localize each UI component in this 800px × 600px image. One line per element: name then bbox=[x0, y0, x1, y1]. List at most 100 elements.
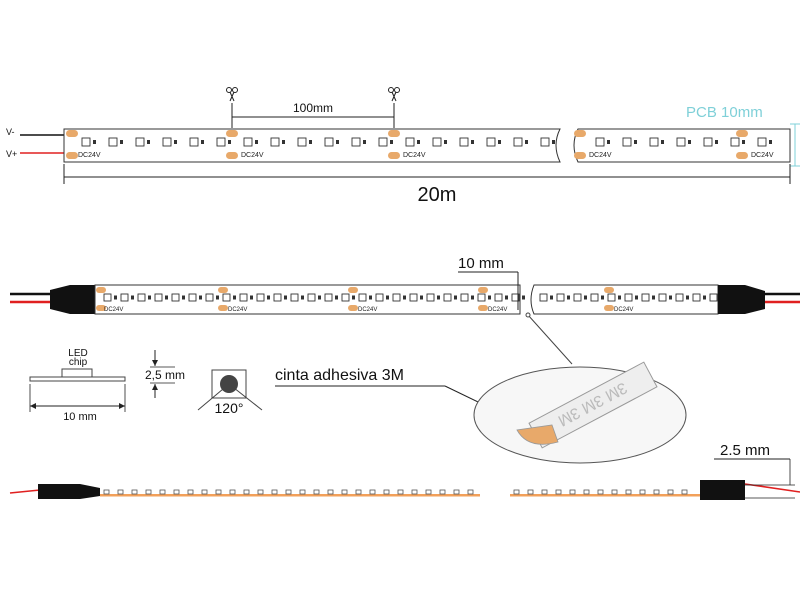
led-chip bbox=[494, 293, 503, 302]
resistor-mark bbox=[267, 295, 270, 300]
led-chip bbox=[324, 137, 334, 147]
scissors-icon bbox=[226, 87, 238, 102]
led-chip bbox=[622, 137, 632, 147]
zoom-leader-line bbox=[527, 314, 573, 365]
resistor-mark bbox=[386, 295, 389, 300]
solder-pad bbox=[388, 152, 400, 159]
solder-pad bbox=[574, 130, 586, 137]
resistor-mark bbox=[661, 140, 664, 144]
led-chip bbox=[595, 137, 605, 147]
chip-profile-detail: LED chip 2,5 mm 10 mm bbox=[29, 348, 185, 423]
pcb-width-label: PCB 10mm bbox=[686, 104, 763, 121]
resistor-mark bbox=[437, 295, 440, 300]
led-chip bbox=[171, 293, 180, 302]
resistor-mark bbox=[584, 295, 587, 300]
resistor-mark bbox=[318, 295, 321, 300]
negative-label: V- bbox=[6, 127, 15, 137]
side-strip: 2.5 mm bbox=[9, 442, 800, 500]
resistor-mark bbox=[522, 295, 525, 300]
side-led-chip bbox=[667, 489, 674, 495]
solder-pad bbox=[66, 130, 78, 137]
pcb-profile bbox=[29, 376, 126, 382]
side-led-chip bbox=[341, 489, 348, 495]
adhesive-tape-detail: cinta adhesiva 3M 3M 3M 3M bbox=[275, 361, 687, 464]
led-chip bbox=[375, 293, 384, 302]
side-led-chip bbox=[639, 489, 646, 495]
side-right-end-cap bbox=[700, 480, 745, 500]
led-chip bbox=[297, 137, 307, 147]
resistor-mark bbox=[120, 140, 123, 144]
led-chip bbox=[216, 137, 226, 147]
resistor-mark bbox=[471, 295, 474, 300]
resistor-mark bbox=[742, 140, 745, 144]
resistor-mark bbox=[174, 140, 177, 144]
led-chip bbox=[709, 293, 718, 302]
led-chip bbox=[103, 293, 112, 302]
led-chip bbox=[162, 137, 172, 147]
side-led-chip bbox=[411, 489, 418, 495]
led-chip bbox=[556, 293, 565, 302]
side-led-chip bbox=[681, 489, 688, 495]
led-chip bbox=[351, 137, 361, 147]
led-chip bbox=[290, 293, 299, 302]
scissors-icon bbox=[388, 87, 400, 102]
side-left-red-wire bbox=[9, 489, 41, 494]
voltage-mark: DC24V bbox=[403, 152, 426, 159]
resistor-mark bbox=[420, 295, 423, 300]
resistor-mark bbox=[669, 295, 672, 300]
resistor-mark bbox=[769, 140, 772, 144]
led-chip bbox=[137, 293, 146, 302]
solder-pad bbox=[736, 130, 748, 137]
tape-label: cinta adhesiva 3M bbox=[275, 367, 404, 384]
resistor-mark bbox=[652, 295, 655, 300]
resistor-mark bbox=[363, 140, 366, 144]
led-chip bbox=[511, 293, 520, 302]
resistor-mark bbox=[282, 140, 285, 144]
resistor-mark bbox=[114, 295, 117, 300]
led-chip bbox=[590, 293, 599, 302]
resistor-mark bbox=[390, 140, 393, 144]
side-led-chip bbox=[201, 489, 208, 495]
resistor-mark bbox=[505, 295, 508, 300]
resistor-mark bbox=[352, 295, 355, 300]
beam-angle-label: 120° bbox=[215, 400, 244, 416]
solder-pad bbox=[226, 152, 238, 159]
side-led-chip bbox=[243, 489, 250, 495]
side-led-chip bbox=[327, 489, 334, 495]
gap-label: 10 mm bbox=[458, 255, 504, 272]
beam-angle-detail: 120° bbox=[197, 369, 263, 416]
resistor-mark bbox=[148, 295, 151, 300]
side-led-chip bbox=[313, 489, 320, 495]
led-chip bbox=[307, 293, 316, 302]
led-chip bbox=[341, 293, 350, 302]
led-chip bbox=[405, 137, 415, 147]
middle-strip-body-right bbox=[530, 284, 719, 315]
led-chip bbox=[154, 293, 163, 302]
thickness-label: 2.5 mm bbox=[720, 442, 770, 459]
led-chip bbox=[624, 293, 633, 302]
side-led-chip bbox=[597, 489, 604, 495]
side-led-chip bbox=[653, 489, 660, 495]
side-led-chip bbox=[271, 489, 278, 495]
resistor-mark bbox=[601, 295, 604, 300]
resistor-mark bbox=[417, 140, 420, 144]
led-chip bbox=[243, 137, 253, 147]
voltage-mark: DC24V bbox=[589, 152, 612, 159]
resistor-mark bbox=[686, 295, 689, 300]
side-led-chip bbox=[131, 489, 138, 495]
led-chip bbox=[426, 293, 435, 302]
side-led-chip bbox=[555, 489, 562, 495]
led-chip bbox=[205, 293, 214, 302]
resistor-mark bbox=[131, 295, 134, 300]
top-led-chips bbox=[81, 137, 772, 147]
voltage-mark: DC24V bbox=[358, 307, 377, 313]
solder-pad bbox=[604, 305, 614, 311]
led-chip bbox=[108, 137, 118, 147]
side-led-chip bbox=[257, 489, 264, 495]
led-chip-label-2: chip bbox=[69, 357, 88, 368]
resistor-mark bbox=[635, 295, 638, 300]
resistor-mark bbox=[216, 295, 219, 300]
side-led-chip bbox=[439, 489, 446, 495]
